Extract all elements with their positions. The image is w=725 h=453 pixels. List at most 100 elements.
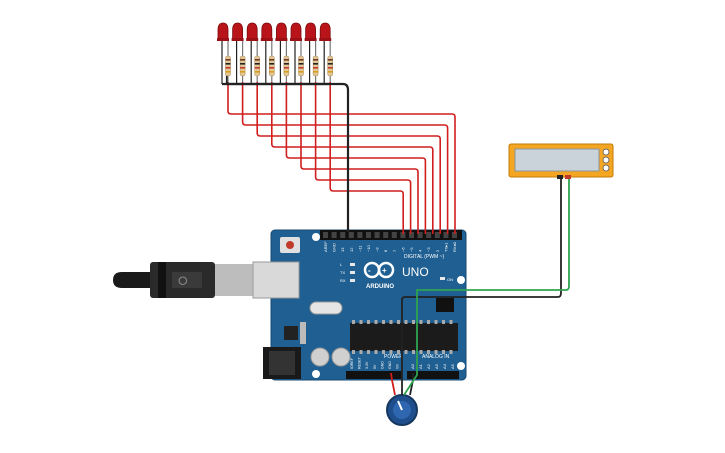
resistor-band <box>240 59 246 61</box>
resistor-band <box>298 63 304 65</box>
pin-label: A4 <box>442 363 447 369</box>
status-led-label: RX <box>340 278 346 283</box>
led-rim <box>304 38 317 41</box>
capacitor <box>331 347 351 367</box>
icsp-header <box>436 298 454 312</box>
header-pin-socket[interactable] <box>409 232 414 238</box>
led[interactable] <box>261 22 273 41</box>
led-rim <box>246 38 259 41</box>
resistor-band <box>313 67 319 69</box>
header-pin-socket[interactable] <box>417 232 423 238</box>
led-rim <box>260 38 273 41</box>
status-led <box>350 263 355 266</box>
led-signal-wire <box>314 82 412 234</box>
header-pin-socket[interactable] <box>366 232 371 238</box>
resistor-band <box>225 63 231 65</box>
meter-ground-wire <box>401 178 562 395</box>
pin-label: A0 <box>410 363 415 369</box>
header-pin-socket[interactable] <box>443 232 449 238</box>
pin-label: 12 <box>349 247 354 252</box>
led-signal-wire <box>271 82 434 234</box>
pin-label: ~5 <box>409 247 414 252</box>
pin-label: IOREF <box>350 357 354 369</box>
status-led-label: L <box>340 262 343 267</box>
header-pin-socket[interactable] <box>426 232 432 238</box>
resistor-band <box>327 67 333 69</box>
meter-display <box>514 148 600 172</box>
pin-label: A5 <box>450 363 455 369</box>
header-pin-socket[interactable] <box>434 232 440 238</box>
header-pin-socket[interactable] <box>340 232 346 238</box>
arduino-logo-icon: - + <box>363 261 395 279</box>
led[interactable] <box>232 22 243 41</box>
led-rim <box>217 38 229 41</box>
resistor-band <box>313 63 319 65</box>
resistor-band <box>269 67 275 69</box>
pin-label: ~6 <box>400 247 405 252</box>
resistor-band <box>225 67 231 69</box>
resistor-band <box>269 71 275 73</box>
pin-label: ~3 <box>426 247 431 252</box>
pin-label: 7 <box>392 249 397 252</box>
resistor-band <box>298 67 304 69</box>
pin-label: GND <box>380 361 384 369</box>
pin-label: RESET <box>358 356 362 369</box>
header-pin-socket[interactable] <box>400 232 406 238</box>
resistor-band <box>254 63 260 65</box>
status-led-label: TX <box>340 270 345 275</box>
header-pin-socket[interactable] <box>391 232 397 238</box>
power-header <box>346 371 402 379</box>
usb-symbol-icon: ⭘ <box>178 274 188 288</box>
arduino-board: - + UNO ARDUINO DIGITAL (PWM ~) POWER AN… <box>252 229 467 381</box>
led[interactable] <box>319 22 331 41</box>
resistor-band <box>254 59 260 61</box>
resistor-band <box>327 63 333 65</box>
pin-label: A1 <box>418 363 423 369</box>
header-pin-socket[interactable] <box>331 232 337 238</box>
resistor-band <box>283 71 289 73</box>
analog-header <box>407 371 459 379</box>
led[interactable] <box>276 22 287 41</box>
resistor-band <box>240 71 246 73</box>
resistor-band <box>313 71 319 73</box>
pin-label: GND <box>332 243 337 252</box>
led-signal-wire <box>329 82 404 234</box>
pin-label: 3.3V <box>365 361 369 369</box>
header-pin-socket[interactable] <box>383 232 389 238</box>
resistor-band <box>283 67 289 69</box>
led-signal-wires <box>227 82 456 234</box>
led[interactable] <box>305 22 316 41</box>
led-signal-wire <box>300 82 419 234</box>
resistor-band <box>298 59 304 61</box>
board-model: UNO <box>402 265 429 279</box>
resistor-band <box>225 59 231 61</box>
led-rim <box>275 38 288 41</box>
usb-jack <box>252 261 300 299</box>
header-pin-socket[interactable] <box>357 232 363 238</box>
voltage-regulator <box>284 326 298 340</box>
digital-header <box>320 230 462 240</box>
led[interactable] <box>290 22 302 41</box>
led[interactable] <box>246 22 258 41</box>
potentiometer[interactable] <box>386 394 418 426</box>
led-rim <box>319 38 332 41</box>
led[interactable] <box>217 22 229 41</box>
resistor-band <box>254 71 260 73</box>
reset-button-cap[interactable] <box>286 241 294 249</box>
resistor-band <box>327 71 333 73</box>
header-pin-socket[interactable] <box>348 232 354 238</box>
resistor-band <box>225 71 231 73</box>
pin-label: Vin <box>396 364 400 369</box>
header-pin-socket[interactable] <box>452 232 457 238</box>
led-rim <box>290 38 302 41</box>
atmega-chip <box>350 323 458 351</box>
resistor-band <box>269 63 275 65</box>
header-pin-socket[interactable] <box>323 232 328 238</box>
resistor-band <box>283 63 289 65</box>
header-pin-socket[interactable] <box>374 232 380 238</box>
power-label: POWER <box>384 354 403 360</box>
resistor-band <box>313 59 319 61</box>
led-signal-wire <box>227 82 456 234</box>
digital-header-label: DIGITAL (PWM ~) <box>404 254 444 260</box>
pin-label: ~9 <box>375 247 380 252</box>
